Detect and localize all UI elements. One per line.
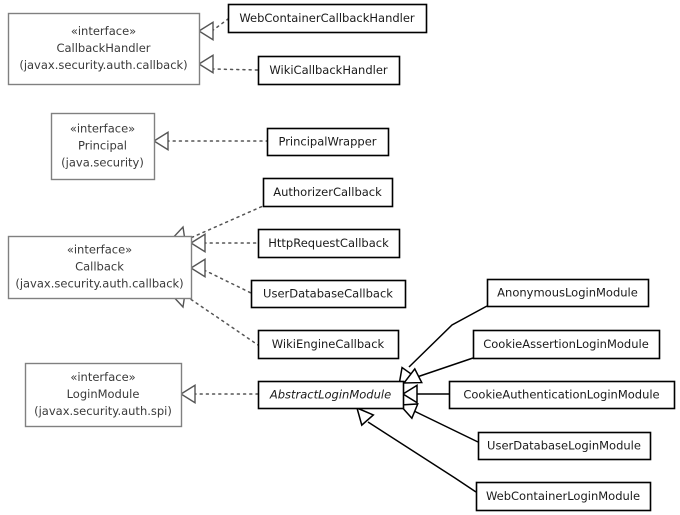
extends-arrowhead-icon [401, 383, 418, 405]
implements-arrowhead-icon [197, 21, 214, 41]
implements-arrowhead-icon [189, 233, 206, 253]
implements-dotted-line [211, 18, 229, 32]
class-node-user-database-login-module[interactable]: UserDatabaseLoginModule [477, 431, 652, 461]
class-name-label: AbstractLoginModule [269, 388, 391, 402]
class-name-label: AnonymousLoginModule [497, 286, 638, 300]
interface-line-1: CallbackHandler [56, 41, 150, 55]
interface-line-2: (javax.security.auth.callback) [19, 58, 187, 72]
rel-abstractloginmodule-implements-loginmodule [179, 384, 259, 404]
implements-arrowhead-icon [152, 131, 169, 151]
interface-line-0: «interface» [67, 243, 132, 257]
interface-line-1: Callback [75, 260, 124, 274]
implements-arrowhead-icon [189, 258, 206, 278]
implements-dotted-line [185, 205, 264, 241]
class-nodes-layer: «interface» CallbackHandler (javax.securit… [7, 3, 676, 512]
class-name-label: WebContainerCallbackHandler [239, 11, 415, 25]
class-name-label: WikiCallbackHandler [269, 63, 388, 77]
rel-userdatabasecallback-implements-callback [189, 258, 252, 294]
class-node-web-container-login-module[interactable]: WebContainerLoginModule [475, 481, 652, 512]
interface-node-callback-handler[interactable]: «interface» CallbackHandler (javax.securit… [7, 12, 201, 86]
class-node-cookie-authentication-login-module[interactable]: CookieAuthenticationLoginModule [448, 380, 676, 410]
extends-arrowhead-icon [402, 367, 423, 384]
rel-cookieassertionloginmodule-extends-abstractloginmodule [402, 357, 474, 384]
class-node-authorizer-callback[interactable]: AuthorizerCallback [262, 177, 394, 208]
rel-cookieauthenticationloginmodule-extends-abstractloginmodule [401, 383, 449, 405]
rel-userdatabaseloginmodule-extends-abstractloginmodule [398, 403, 479, 443]
class-node-wiki-callback-handler[interactable]: WikiCallbackHandler [257, 55, 401, 86]
class-node-anonymous-login-module[interactable]: AnonymousLoginModule [486, 278, 650, 308]
class-node-web-container-callback-handler[interactable]: WebContainerCallbackHandler [227, 3, 428, 34]
extends-arrowhead-icon [355, 406, 375, 427]
class-name-label: CookieAssertionLoginModule [483, 337, 649, 351]
interface-line-0: «interface» [71, 24, 136, 38]
implements-dotted-line [185, 295, 259, 346]
class-name-label: WikiEngineCallback [272, 337, 385, 351]
class-node-abstract-login-module[interactable]: AbstractLoginModule [257, 380, 405, 410]
class-name-label: UserDatabaseCallback [263, 287, 393, 301]
interface-node-callback[interactable]: «interface» Callback (javax.security.auth.… [7, 235, 193, 300]
implements-dotted-line [203, 269, 252, 294]
interface-line-1: Principal [78, 139, 127, 153]
implements-dotted-line [211, 68, 259, 71]
interface-line-0: «interface» [70, 122, 135, 136]
rel-webcontainerloginmodule-extends-abstractloginmodule [355, 406, 477, 493]
interface-line-0: «interface» [70, 370, 135, 384]
interface-line-2: (javax.security.auth.spi) [34, 404, 172, 418]
interface-line-2: (java.security) [61, 156, 144, 170]
interface-line-1: LoginModule [67, 387, 140, 401]
class-name-label: HttpRequestCallback [268, 236, 389, 250]
interface-node-login-module[interactable]: «interface» LoginModule (javax.security.au… [24, 362, 183, 428]
rel-wikicallbackhandler-implements-callbackhandler [197, 54, 259, 74]
class-node-wiki-engine-callback[interactable]: WikiEngineCallback [257, 329, 400, 360]
implements-arrowhead-icon [179, 384, 196, 404]
class-node-cookie-assertion-login-module[interactable]: CookieAssertionLoginModule [472, 329, 661, 360]
class-name-label: PrincipalWrapper [278, 135, 376, 149]
implements-arrowhead-icon [197, 54, 214, 74]
class-name-label: WebContainerLoginModule [486, 489, 640, 503]
extends-solid-line [411, 409, 479, 443]
class-name-label: UserDatabaseLoginModule [487, 439, 641, 453]
class-name-label: AuthorizerCallback [273, 185, 382, 199]
class-node-principal-wrapper[interactable]: PrincipalWrapper [266, 127, 390, 157]
class-node-user-database-callback[interactable]: UserDatabaseCallback [250, 279, 407, 309]
class-node-http-request-callback[interactable]: HttpRequestCallback [257, 228, 401, 259]
extends-solid-line [367, 421, 477, 493]
class-name-label: CookieAuthenticationLoginModule [463, 388, 659, 402]
rel-httprequestcallback-implements-callback [189, 233, 259, 253]
interface-line-2: (javax.security.auth.callback) [15, 277, 183, 291]
extends-solid-line [416, 357, 474, 378]
interface-node-principal[interactable]: «interface» Principal (java.security) [50, 112, 156, 181]
rel-principalwrapper-implements-principal [152, 131, 268, 151]
extends-solid-line [408, 305, 488, 368]
extends-arrowhead-icon [398, 403, 419, 420]
rel-webcontainercallbackhandler-implements-callbackhandler [197, 18, 229, 41]
